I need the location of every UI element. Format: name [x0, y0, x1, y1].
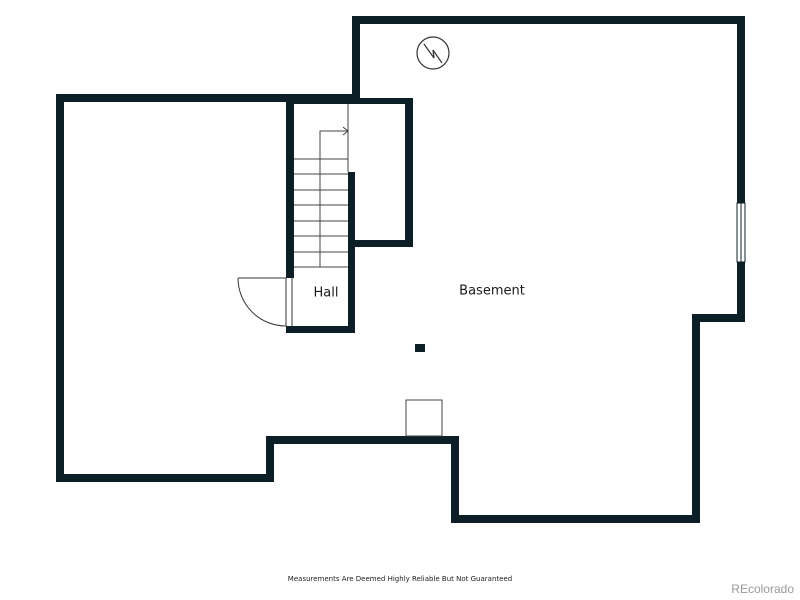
wall [266, 436, 459, 444]
wall [266, 436, 274, 482]
window [736, 202, 746, 263]
stair-arrow [319, 126, 349, 267]
room-label-basement: Basement [459, 283, 525, 299]
wall [405, 98, 413, 247]
stairs [294, 104, 349, 268]
wall [737, 16, 745, 203]
wall [348, 172, 355, 333]
support-post [415, 344, 425, 352]
wall [451, 436, 459, 523]
wall [737, 262, 745, 322]
wall [286, 98, 413, 104]
wall [451, 515, 700, 523]
wall [348, 240, 413, 247]
wall [286, 326, 355, 333]
room-label-hall: Hall [313, 285, 339, 301]
wall [286, 98, 294, 278]
wall [352, 16, 360, 102]
brand-watermark: REcolorado [731, 582, 794, 596]
walls [56, 16, 745, 523]
water-heater-icon [416, 36, 450, 70]
door-swing[interactable] [237, 277, 293, 327]
disclaimer: Measurements Are Deemed Highly Reliable … [287, 575, 513, 583]
wall [352, 16, 745, 24]
wall [56, 474, 274, 482]
wall [56, 94, 360, 102]
wall [56, 94, 64, 482]
wall [692, 314, 700, 523]
fixture-box [405, 399, 443, 437]
wall [692, 314, 745, 322]
